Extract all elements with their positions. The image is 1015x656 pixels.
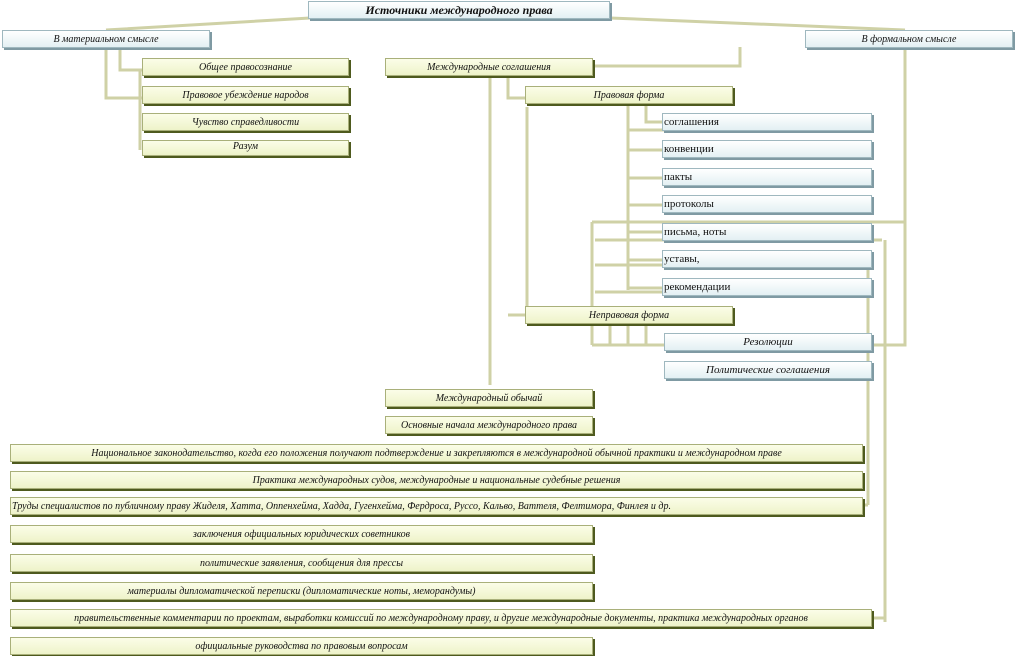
- formal-sense-header: В формальном смысле: [805, 30, 1013, 48]
- national-legislation: Национальное законодательство, когда его…: [10, 444, 863, 462]
- material-item-sense-of-justice: Чувство справедливости: [142, 113, 349, 131]
- international-custom: Международный обычай: [385, 389, 593, 407]
- material-item-general-legal-consciousness: Общее правосознание: [142, 58, 349, 76]
- official-doc-item: правительственные комментарии по проекта…: [10, 609, 872, 627]
- doctrine: Труды специалистов по публичному праву Ж…: [10, 497, 863, 515]
- legal-form-item: протоколы: [662, 195, 872, 213]
- material-sense-header: В материальном смысле: [2, 30, 210, 48]
- legal-form-item: соглашения: [662, 113, 872, 131]
- official-doc-item: политические заявления, сообщения для пр…: [10, 554, 593, 572]
- legal-form-item: уставы,: [662, 250, 872, 268]
- official-doc-item: заключения официальных юридических совет…: [10, 525, 593, 543]
- material-item-reason: Разум: [142, 140, 349, 156]
- nonlegal-item-political-agreements: Политические соглашения: [664, 361, 872, 379]
- general-principles: Основные начала международного права: [385, 416, 593, 434]
- court-practice: Практика международных судов, международ…: [10, 471, 863, 489]
- legal-form-item: рекомендации: [662, 278, 872, 296]
- official-doc-item: официальные руководства по правовым вопр…: [10, 637, 593, 655]
- legal-form-item: конвенции: [662, 140, 872, 158]
- legal-form-item: пакты: [662, 168, 872, 186]
- official-doc-item: материалы дипломатической переписки (дип…: [10, 582, 593, 600]
- material-item-legal-conviction: Правовое убеждение народов: [142, 86, 349, 104]
- nonlegal-form: Неправовая форма: [525, 306, 733, 324]
- diagram-title: Источники международного права: [308, 1, 610, 19]
- nonlegal-item-resolutions: Резолюции: [664, 333, 872, 351]
- legal-form: Правовая форма: [525, 86, 733, 104]
- international-agreements: Международные соглашения: [385, 58, 593, 76]
- legal-form-item: письма, ноты: [662, 223, 872, 241]
